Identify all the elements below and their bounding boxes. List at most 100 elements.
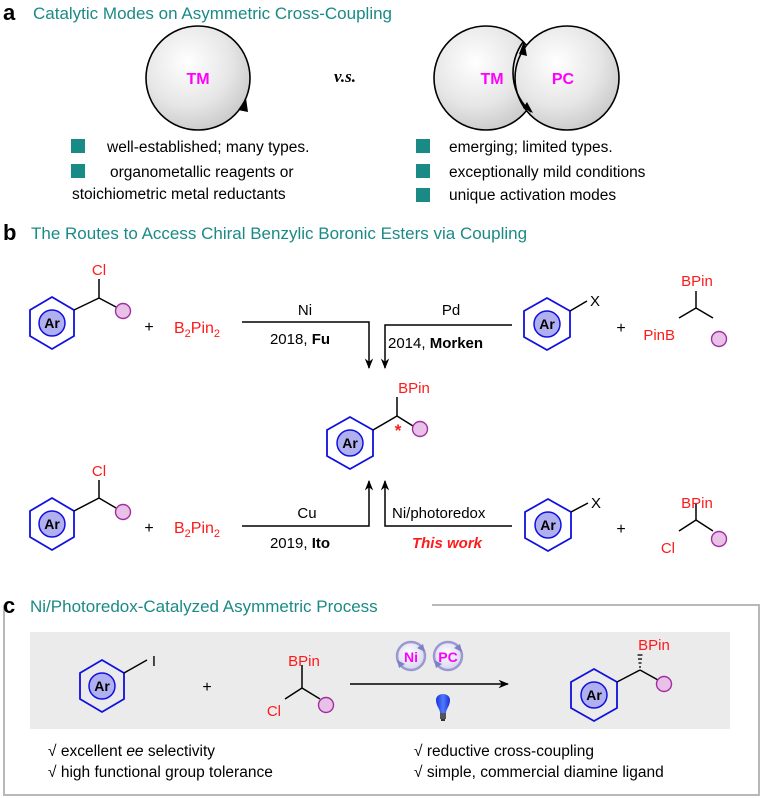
- right-bullet-list: emerging; limited types. exceptionally m…: [416, 139, 646, 204]
- ar-label: Ar: [539, 316, 555, 332]
- route-catalyst-pd: Pd: [442, 302, 460, 319]
- substituent-circle-icon: [411, 420, 429, 438]
- bullet-text: well-established; many types.: [106, 139, 309, 156]
- cl-label: Cl: [267, 703, 281, 720]
- aryl-halide-top: Ar X: [523, 293, 600, 352]
- aryl-halide-bottom: Ar X: [524, 495, 601, 553]
- alpha-chloro-boronate-c: BPin Cl: [267, 653, 335, 720]
- section-letter-b: b: [3, 220, 16, 245]
- route-arrow-fu: [242, 321, 374, 370]
- substituent-circle-icon: [114, 302, 132, 320]
- hashed-wedge-bond: [637, 654, 643, 668]
- benzyl-chloride-top: Ar Cl: [29, 262, 132, 351]
- bullet-square-icon: [416, 139, 430, 153]
- ar-label: Ar: [44, 315, 60, 331]
- tm-label: TM: [480, 71, 503, 88]
- substituent-circle-icon: [317, 696, 335, 714]
- section-letter-c: c: [3, 593, 15, 618]
- x-label: X: [590, 293, 600, 310]
- i-label: I: [152, 653, 156, 670]
- bullet-square-icon: [416, 188, 430, 202]
- bullet-text: organometallic reagents or: [110, 164, 294, 181]
- plus-sign: +: [616, 320, 625, 337]
- feature-item: √ high functional group tolerance: [48, 764, 273, 781]
- route-catalyst-ni-photoredox: Ni/photoredox: [392, 505, 486, 522]
- bullet-text: exceptionally mild conditions: [449, 164, 646, 181]
- pinb-label: PinB: [643, 327, 675, 344]
- cl-label: Cl: [92, 463, 106, 480]
- bullet-square-icon: [416, 164, 430, 178]
- this-work-label: This work: [412, 535, 483, 552]
- b2pin2-label: B2Pin2: [174, 320, 220, 340]
- substituent-circle-icon: [114, 503, 132, 521]
- bpin-label: BPin: [638, 637, 670, 654]
- bullet-text-continued: stoichiometric metal reductants: [72, 186, 286, 203]
- ar-label: Ar: [342, 435, 358, 451]
- tm-label: TM: [186, 71, 209, 88]
- dual-catalysis-spheres: TM PC: [433, 25, 620, 131]
- section-b-title: The Routes to Access Chiral Benzylic Bor…: [31, 224, 527, 243]
- bullet-square-icon: [71, 139, 85, 153]
- plus-sign: +: [202, 679, 211, 696]
- features-left: √ excellent ee selectivity √ high functi…: [48, 743, 273, 781]
- gem-diboronate: BPin PinB: [643, 273, 728, 348]
- ni-label: Ni: [404, 649, 418, 665]
- feature-item: √ reductive cross-coupling: [414, 743, 594, 760]
- plus-sign: +: [144, 319, 153, 336]
- chiral-product-c: Ar BPin: [570, 637, 673, 723]
- ar-label: Ar: [586, 687, 602, 703]
- route-arrow-ito: [242, 479, 374, 527]
- cycle-arrowhead-icon: [519, 41, 527, 56]
- feature-item: √ simple, commercial diamine ligand: [414, 764, 664, 781]
- features-right: √ reductive cross-coupling √ simple, com…: [414, 743, 664, 781]
- bullet-text: unique activation modes: [449, 187, 616, 204]
- feature-item: √ excellent ee selectivity: [48, 743, 215, 760]
- route-catalyst-cu: Cu: [297, 505, 316, 522]
- section-letter-a: a: [3, 0, 16, 25]
- bpin-label: BPin: [681, 273, 713, 290]
- bpin-label: BPin: [288, 653, 320, 670]
- plus-sign: +: [144, 520, 153, 537]
- section-c-title: Ni/Photoredox-Catalyzed Asymmetric Proce…: [30, 597, 378, 616]
- section-a-title: Catalytic Modes on Asymmetric Cross-Coup…: [33, 4, 392, 23]
- ar-label: Ar: [94, 678, 110, 694]
- reaction-panel: [30, 632, 730, 729]
- route-catalyst-ni: Ni: [298, 302, 312, 319]
- tm-sphere: TM: [145, 25, 251, 131]
- ni-catalyst-icon: Ni: [395, 640, 427, 672]
- route-arrow-morken: [380, 324, 512, 370]
- cycle-arrowhead-icon: [523, 102, 533, 113]
- pc-label: PC: [438, 649, 457, 665]
- substituent-circle-icon: [655, 675, 673, 693]
- benzyl-chloride-bottom: Ar Cl: [29, 463, 132, 552]
- substituent-circle-icon: [710, 530, 728, 548]
- route-citation-fu: 2018, Fu: [270, 331, 330, 348]
- b2pin2-label: B2Pin2: [174, 520, 220, 540]
- pc-catalyst-icon: PC: [432, 640, 464, 672]
- section-c-frame: [3, 604, 760, 796]
- route-citation-morken: 2014, Morken: [388, 335, 483, 352]
- route-citation-ito: 2019, Ito: [270, 535, 330, 552]
- vs-label: v.s.: [334, 67, 356, 86]
- cycle-arrowhead-icon: [238, 98, 248, 112]
- ar-label: Ar: [44, 516, 60, 532]
- ar-label: Ar: [540, 517, 556, 533]
- cl-label: Cl: [92, 262, 106, 279]
- section-a: a Catalytic Modes on Asymmetric Cross-Co…: [3, 0, 646, 204]
- section-b: b The Routes to Access Chiral Benzylic B…: [3, 220, 728, 557]
- substituent-circle-icon: [710, 330, 728, 348]
- bpin-label: BPin: [681, 495, 713, 512]
- stereocenter-mark: *: [395, 421, 402, 440]
- bullet-text: emerging; limited types.: [449, 139, 613, 156]
- route-arrow-this-work: [380, 479, 512, 527]
- bullet-square-icon: [71, 164, 85, 178]
- x-label: X: [591, 495, 601, 512]
- bpin-label: BPin: [398, 380, 430, 397]
- aryl-iodide: Ar I: [79, 653, 156, 714]
- blue-light-bulb-icon: [436, 694, 450, 721]
- section-c: c Ni/Photoredox-Catalyzed Asymmetric Pro…: [3, 593, 760, 796]
- cl-label: Cl: [661, 540, 675, 557]
- chiral-benzylic-boronic-ester: Ar BPin *: [326, 380, 430, 471]
- plus-sign: +: [616, 521, 625, 538]
